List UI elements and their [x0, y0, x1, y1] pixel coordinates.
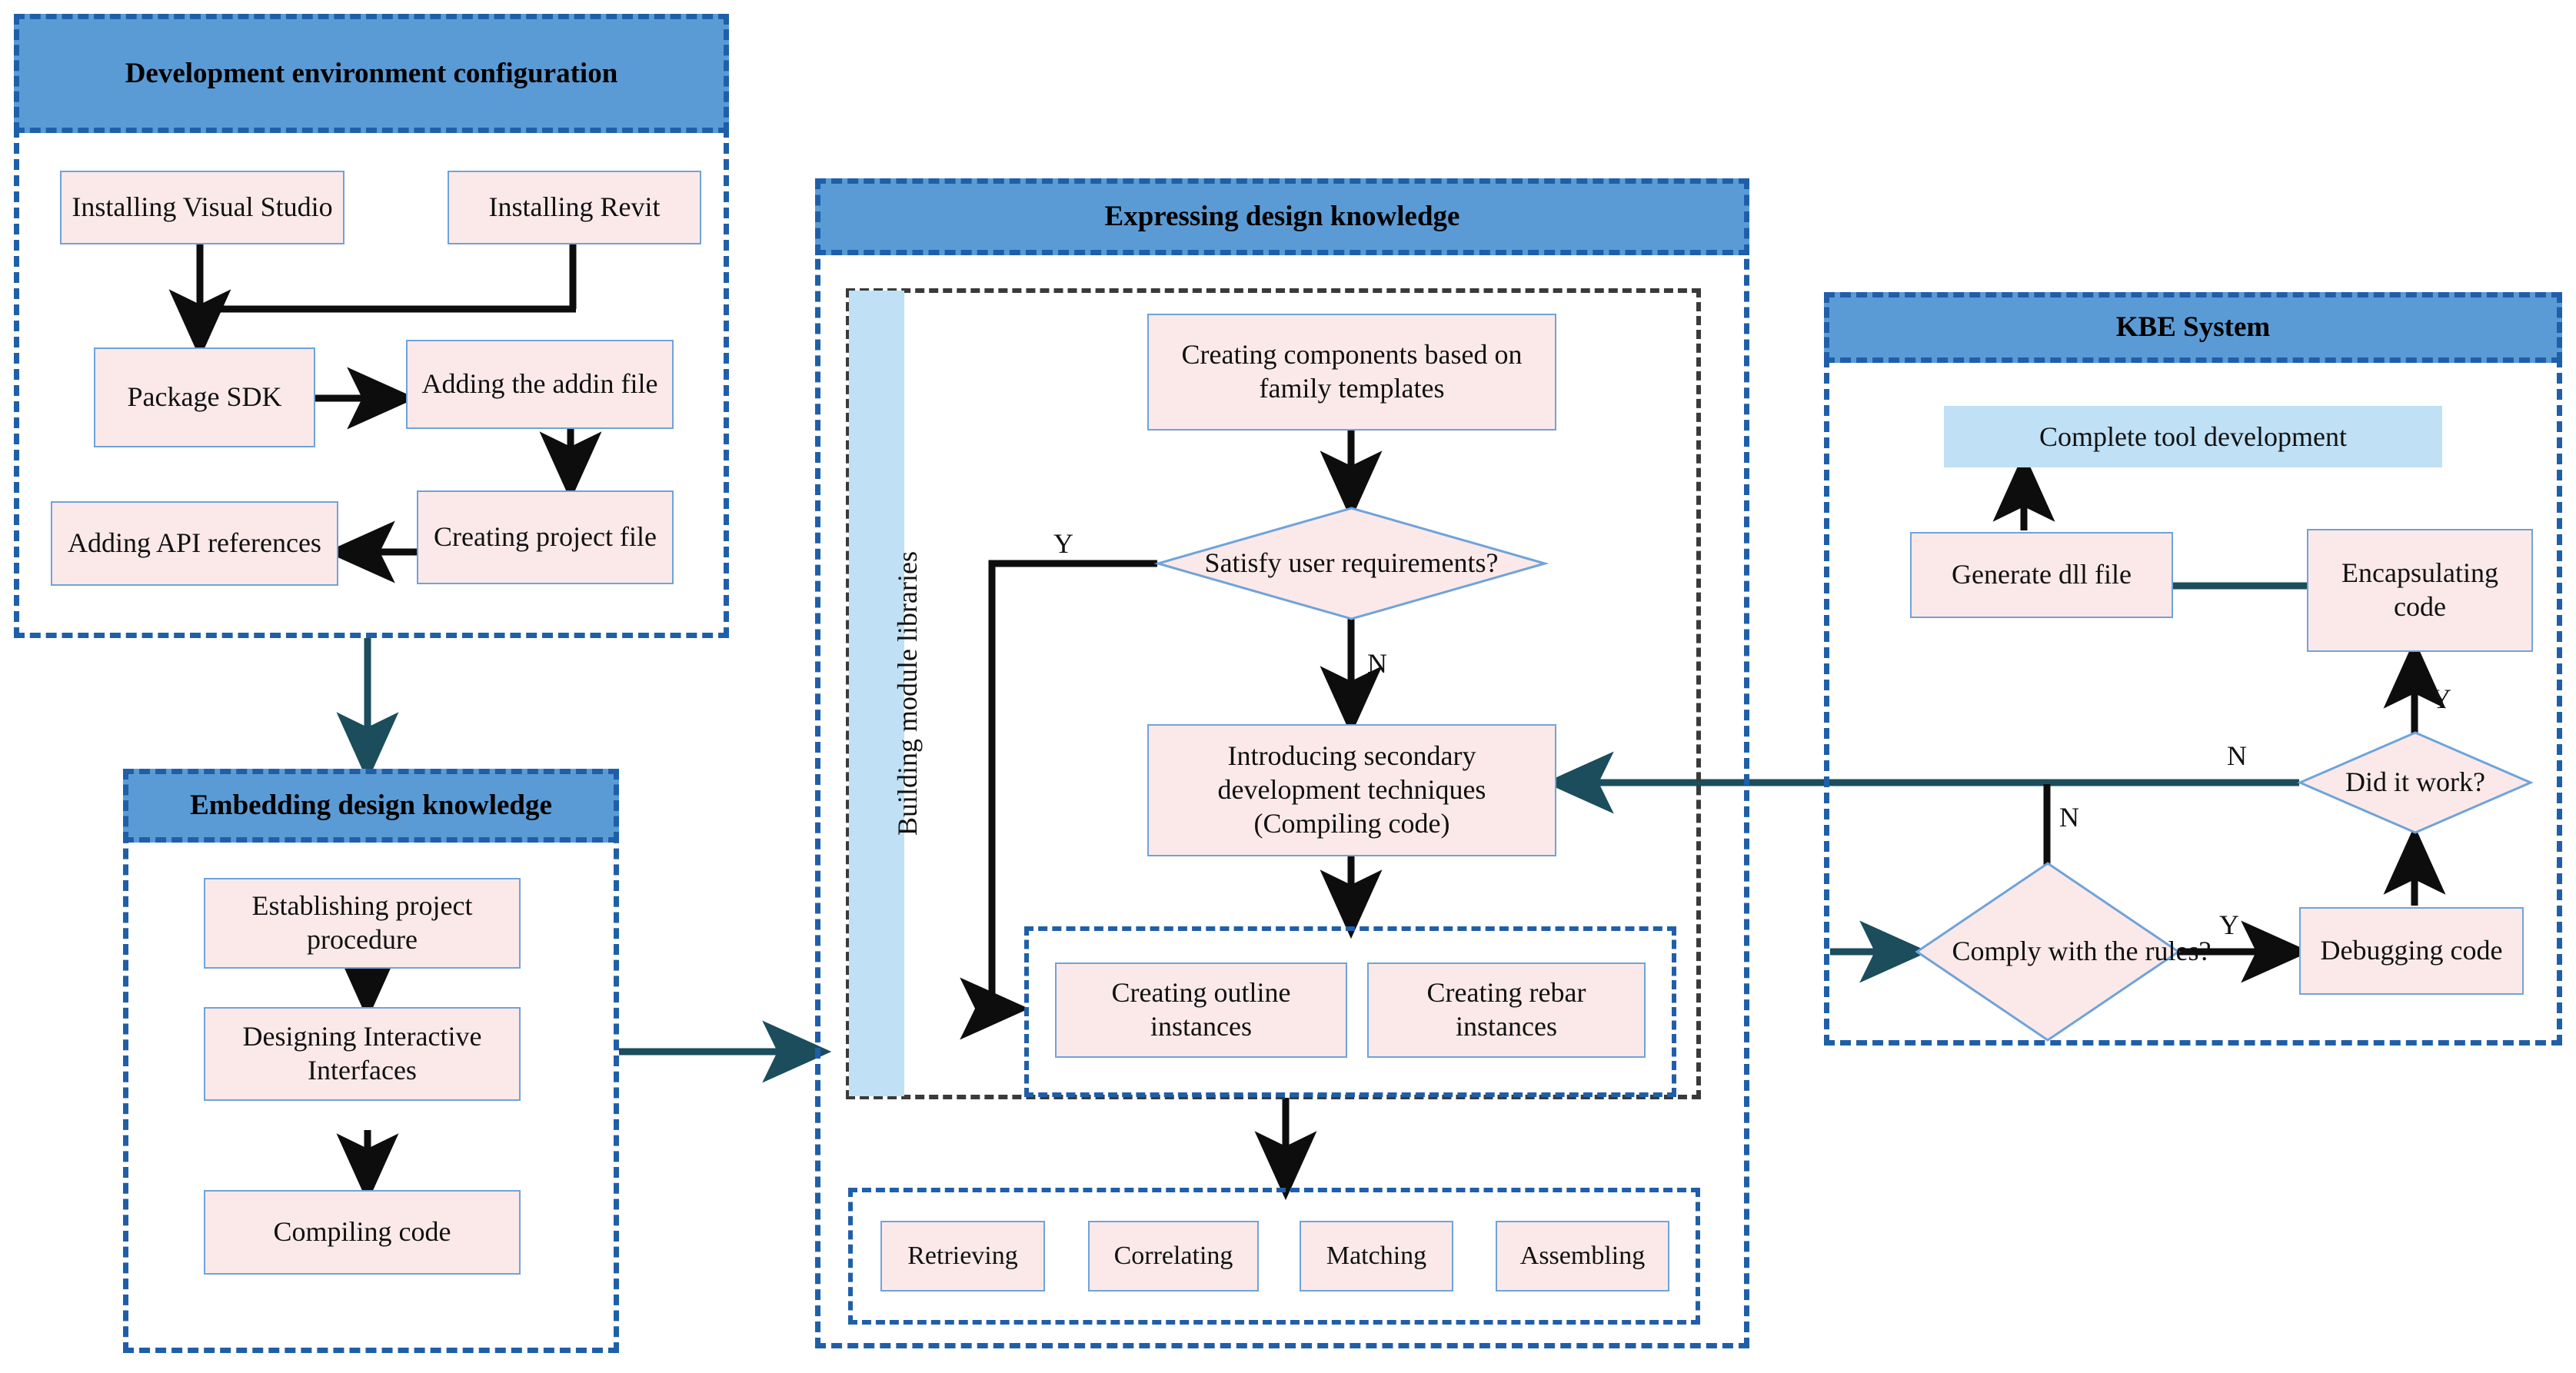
node-creating-outline-instances[interactable]: Creating outline instances: [1055, 962, 1347, 1058]
node-creating-components-family-templates[interactable]: Creating components based on family temp…: [1147, 314, 1556, 431]
node-operation-matching[interactable]: Matching: [1300, 1221, 1453, 1292]
building-module-libraries-band: [849, 291, 904, 1096]
node-adding-api-references[interactable]: Adding API references: [51, 501, 338, 586]
edge-label-comply-no: N: [2059, 802, 2079, 833]
panel-header-embedding-design-knowledge: Embedding design knowledge: [123, 769, 619, 843]
node-establishing-project-procedure[interactable]: Establishing project procedure: [204, 878, 521, 969]
node-operation-assembling[interactable]: Assembling: [1496, 1221, 1669, 1292]
node-introducing-secondary-development[interactable]: Introducing secondary development techni…: [1147, 724, 1556, 856]
edge-label-satisfy-yes: Y: [1053, 528, 1073, 559]
operations-group: [848, 1188, 1700, 1325]
node-installing-visual-studio[interactable]: Installing Visual Studio: [60, 171, 344, 244]
panel-header-expressing-design-knowledge: Expressing design knowledge: [815, 178, 1749, 255]
building-module-libraries-label: Building module libraries: [892, 551, 923, 836]
module-library-region: [846, 288, 1701, 1099]
decision-comply-with-rules[interactable]: Comply with the rules?: [1915, 862, 2211, 1042]
node-operation-retrieving[interactable]: Retrieving: [880, 1221, 1045, 1292]
decision-satisfy-user-requirements[interactable]: Satisfy user requirements?: [1153, 507, 1549, 620]
node-generate-dll-file[interactable]: Generate dll file: [1910, 532, 2173, 618]
node-operation-correlating[interactable]: Correlating: [1088, 1221, 1259, 1292]
instances-group: [1024, 926, 1676, 1097]
node-creating-rebar-instances[interactable]: Creating rebar instances: [1367, 962, 1646, 1058]
node-debugging-code[interactable]: Debugging code: [2299, 907, 2524, 995]
edge-label-did-work-yes: Y: [2431, 683, 2451, 714]
edge-label-comply-yes: Y: [2219, 909, 2239, 940]
node-creating-project-file[interactable]: Creating project file: [417, 490, 674, 584]
node-installing-revit[interactable]: Installing Revit: [448, 171, 701, 244]
edge-label-did-work-no: N: [2227, 740, 2247, 771]
node-encapsulating-code[interactable]: Encapsulating code: [2307, 529, 2533, 652]
node-adding-addin-file[interactable]: Adding the addin file: [406, 340, 674, 429]
node-compiling-code[interactable]: Compiling code: [204, 1190, 521, 1275]
node-designing-interactive-interfaces[interactable]: Designing Interactive Interfaces: [204, 1007, 521, 1101]
node-complete-tool-development[interactable]: Complete tool development: [1944, 406, 2442, 467]
decision-did-it-work[interactable]: Did it work?: [2297, 731, 2534, 834]
panel-header-development-environment: Development environment configuration: [14, 14, 729, 133]
edge-label-satisfy-no: N: [1367, 648, 1387, 679]
panel-header-kbe-system: KBE System: [1824, 292, 2562, 363]
node-package-sdk[interactable]: Package SDK: [94, 347, 315, 447]
